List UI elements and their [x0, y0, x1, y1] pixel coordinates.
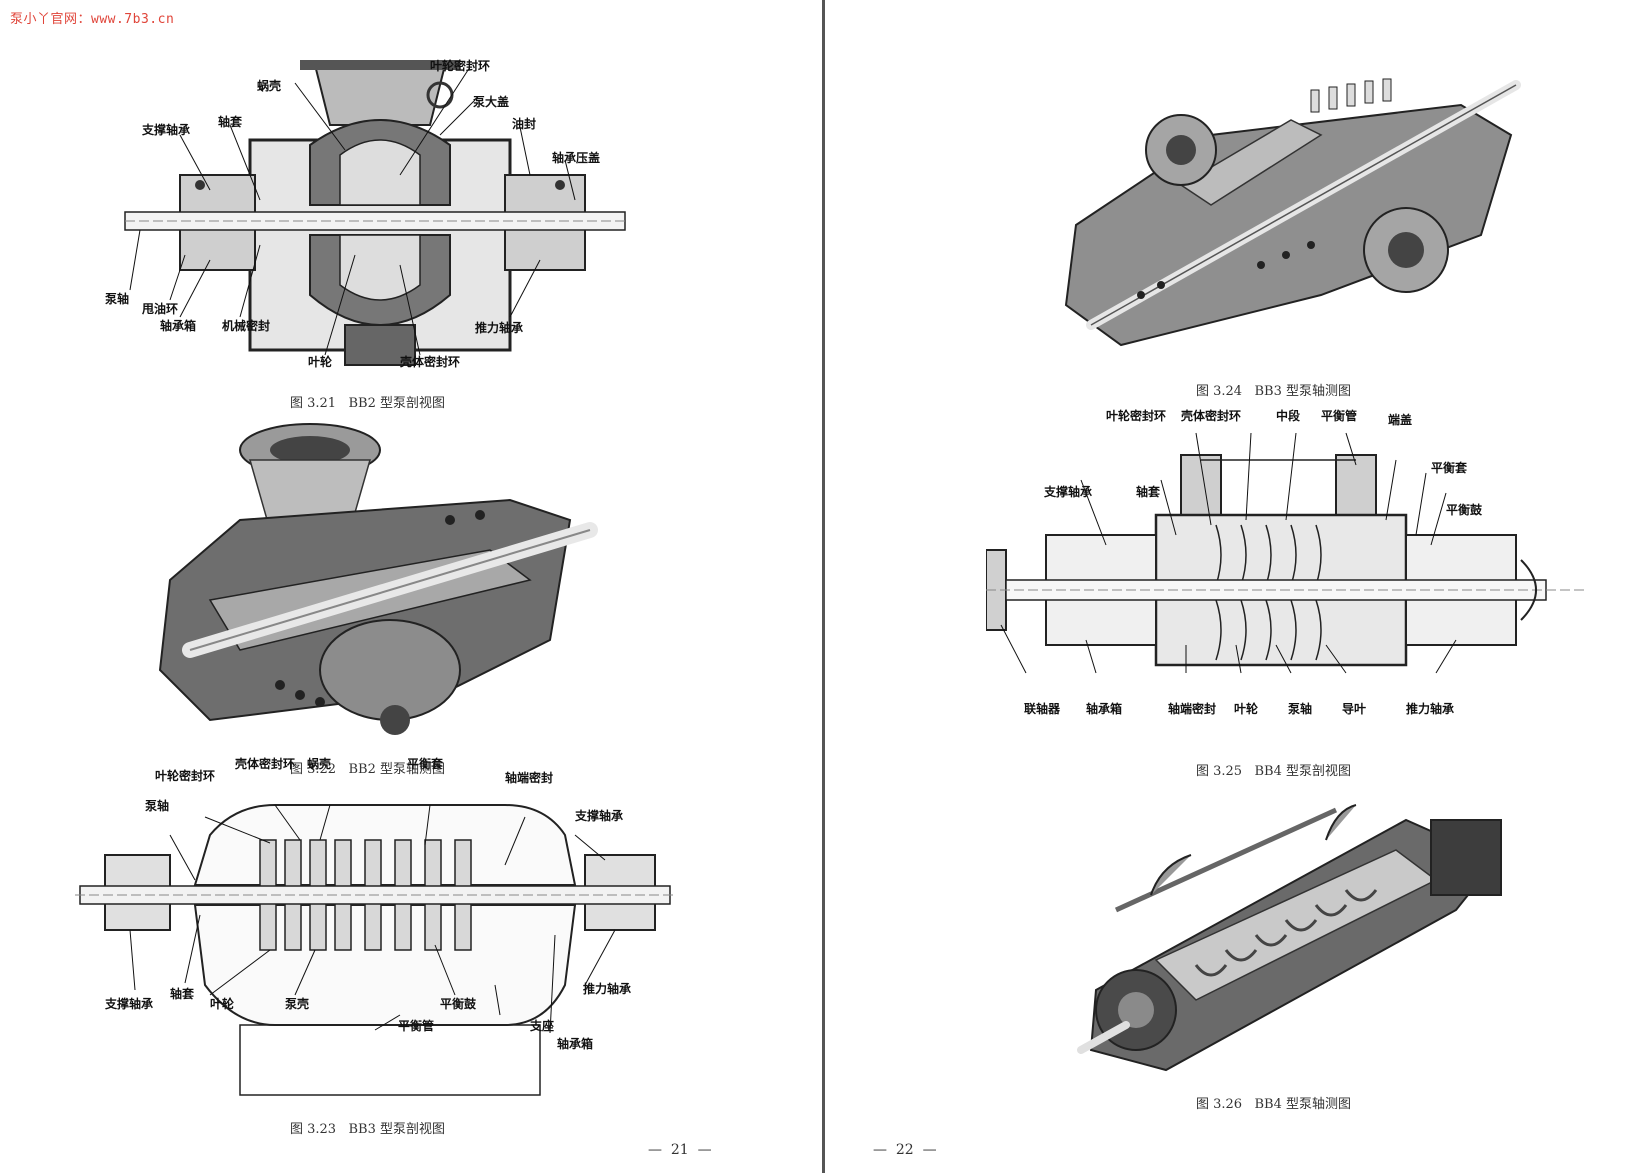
- caption-fig-3-25: 图 3.25 BB4 型泵剖视图: [1196, 764, 1351, 779]
- label-bearing-box: 轴承箱: [557, 1037, 594, 1051]
- label-support-bearing-right: 支撑轴承: [575, 809, 624, 823]
- label-shaft-sleeve: 轴套: [170, 987, 195, 1001]
- label-end-cover: 端盖: [1388, 413, 1413, 427]
- label-volute: 蜗壳: [307, 757, 332, 771]
- label-casing-seal-ring: 壳体密封环: [400, 355, 461, 369]
- label-support-bearing: 支撑轴承: [142, 123, 191, 137]
- caption-fig-3-21: 图 3.21 BB2 型泵剖视图: [290, 396, 445, 411]
- bb4-isometric-render: [1077, 804, 1502, 1072]
- figure-3-25: 叶轮密封环 壳体密封环 中段 平衡管 端盖 支撑轴承 轴套 平衡套 平衡鼓 联轴…: [986, 409, 1586, 735]
- book-spine: [822, 0, 825, 1173]
- label-balance-pipe: 平衡管: [398, 1019, 435, 1033]
- label-volute: 蜗壳: [257, 79, 282, 93]
- label-balance-sleeve: 平衡套: [407, 757, 444, 771]
- label-impeller: 叶轮: [308, 355, 333, 369]
- label-thrust-bearing: 推力轴承: [1406, 702, 1455, 716]
- label-casing-seal-ring: 壳体密封环: [1181, 409, 1242, 423]
- label-oil-seal: 油封: [512, 117, 537, 131]
- label-thrust-bearing: 推力轴承: [475, 321, 524, 335]
- label-balance-pipe: 平衡管: [1321, 409, 1358, 423]
- label-oil-ring: 甩油环: [142, 302, 179, 316]
- label-mechanical-seal: 机械密封: [222, 319, 271, 333]
- caption-fig-3-24: 图 3.24 BB3 型泵轴测图: [1196, 384, 1351, 399]
- right-page: 图 3.24 BB3 型泵轴测图: [826, 0, 1648, 1173]
- label-pump-cover: 泵大盖: [473, 95, 510, 109]
- label-thrust-bearing: 推力轴承: [583, 982, 632, 996]
- label-middle-section: 中段: [1276, 409, 1301, 423]
- label-shaft-sleeve: 轴套: [1136, 485, 1161, 499]
- label-impeller-seal-ring: 叶轮密封环: [430, 59, 491, 73]
- label-balance-drum: 平衡鼓: [1446, 503, 1483, 517]
- caption-fig-3-26: 图 3.26 BB4 型泵轴测图: [1196, 1097, 1351, 1112]
- label-guide-vane: 导叶: [1342, 702, 1367, 716]
- bb2-section-drawing: [124, 60, 626, 366]
- label-impeller: 叶轮: [210, 997, 235, 1011]
- label-pump-shaft: 泵轴: [145, 799, 170, 813]
- label-balance-drum: 平衡鼓: [440, 997, 477, 1011]
- label-support-bearing: 支撑轴承: [1044, 485, 1093, 499]
- figure-3-22: [150, 420, 600, 740]
- bb2-isometric-render: [158, 423, 598, 735]
- label-balance-sleeve: 平衡套: [1431, 461, 1468, 475]
- label-bearing-box: 轴承箱: [160, 319, 197, 333]
- bb3-section-drawing: [75, 804, 675, 1096]
- label-shaft-end-seal: 轴端密封: [1168, 702, 1217, 716]
- caption-fig-3-22: 图 3.22 BB2 型泵轴测图: [290, 762, 445, 777]
- page-number-22: — 22 —: [873, 1142, 937, 1158]
- label-support-bearing-left: 支撑轴承: [105, 997, 154, 1011]
- bb3-isometric-render: [1064, 78, 1521, 347]
- bb4-section-drawing: [986, 432, 1586, 674]
- label-bearing-box: 轴承箱: [1086, 702, 1123, 716]
- label-coupling: 联轴器: [1024, 702, 1061, 716]
- watermark: 泵小丫官网：www.7b3.cn: [10, 12, 175, 27]
- label-shaft-end-seal: 轴端密封: [505, 771, 554, 785]
- caption-fig-3-23: 图 3.23 BB3 型泵剖视图: [290, 1122, 445, 1137]
- figure-3-23: 叶轮密封环 壳体密封环 蜗壳 平衡套 轴端密封 泵轴 支撑轴承 支撑轴承 轴套 …: [75, 757, 675, 1115]
- label-pump-shaft: 泵轴: [1288, 702, 1313, 716]
- label-impeller: 叶轮: [1234, 702, 1259, 716]
- page-number-21: — 21 —: [648, 1142, 712, 1158]
- label-bearing-gland: 轴承压盖: [552, 151, 601, 165]
- label-casing-seal-ring: 壳体密封环: [235, 757, 296, 771]
- label-base: 支座: [530, 1019, 555, 1033]
- figure-3-21: 蜗壳 叶轮密封环 泵大盖 支撑轴承 轴套 油封 轴承压盖 泵轴 甩油环 轴承箱 …: [100, 55, 660, 385]
- label-pump-shaft: 泵轴: [105, 292, 130, 306]
- label-shaft-sleeve: 轴套: [218, 115, 243, 129]
- label-impeller-seal-ring: 叶轮密封环: [1106, 409, 1167, 423]
- left-page: 蜗壳 叶轮密封环 泵大盖 支撑轴承 轴套 油封 轴承压盖 泵轴 甩油环 轴承箱 …: [0, 0, 822, 1173]
- label-pump-casing: 泵壳: [285, 997, 310, 1011]
- figure-3-24: [1061, 75, 1521, 355]
- label-impeller-seal-ring: 叶轮密封环: [155, 769, 216, 783]
- figure-3-26: [1076, 800, 1516, 1075]
